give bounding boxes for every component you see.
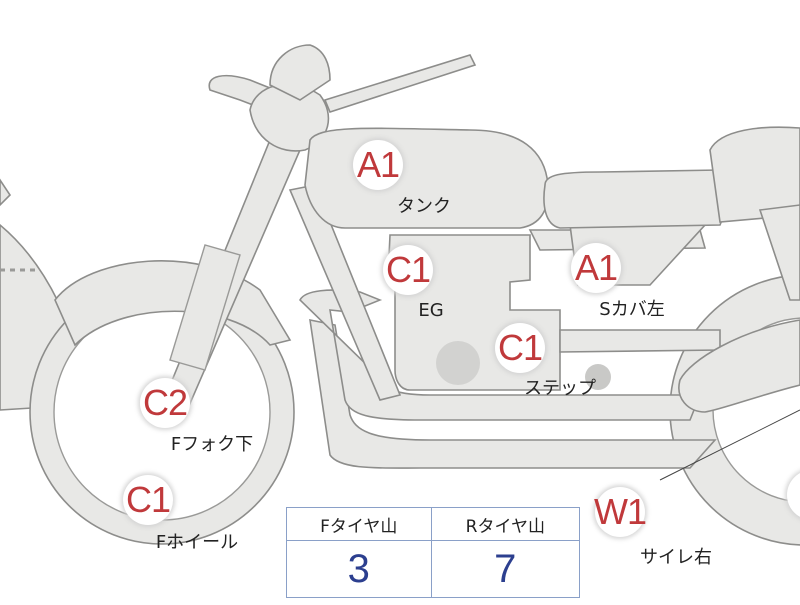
engine-code: C1 xyxy=(386,249,430,291)
front-fork-lower-label: Fフォク下 xyxy=(171,430,253,456)
tank-label: タンク xyxy=(397,192,451,218)
tank-marker[interactable]: A1 xyxy=(353,140,403,190)
front-wheel-label: Fホイール xyxy=(156,528,238,554)
side-cover-left-label: Sカバ左 xyxy=(599,295,664,321)
headlight-tip xyxy=(0,180,10,205)
front-wheel-code: C1 xyxy=(126,479,170,521)
engine-marker[interactable]: C1 xyxy=(383,245,433,295)
side-cover-left-code: A1 xyxy=(575,247,617,289)
tank-code: A1 xyxy=(357,144,399,186)
step-marker[interactable]: C1 xyxy=(495,323,545,373)
front-fork-lower-code: C2 xyxy=(143,382,187,424)
silencer-right-code: W1 xyxy=(594,491,646,533)
rear-tire-value: 7 xyxy=(431,541,579,598)
mirror-stem xyxy=(325,55,475,112)
silencer-right-label: サイレ右 xyxy=(640,543,712,569)
silencer-right-marker[interactable]: W1 xyxy=(595,487,645,537)
frame-rail-lower xyxy=(560,330,720,352)
front-fork-lower-marker[interactable]: C2 xyxy=(140,378,190,428)
step-label: ステップ xyxy=(524,374,596,400)
tire-tread-table: Fタイヤ山 Rタイヤ山 3 7 xyxy=(286,507,580,598)
tire-table-header-row: Fタイヤ山 Rタイヤ山 xyxy=(287,508,580,541)
front-wheel-marker[interactable]: C1 xyxy=(123,475,173,525)
engine-label: EG xyxy=(418,300,443,321)
seat-shape xyxy=(544,170,730,228)
engine-cover xyxy=(436,341,480,385)
side-cover-left-marker[interactable]: A1 xyxy=(571,243,621,293)
front-tire-header: Fタイヤ山 xyxy=(287,508,432,541)
rear-tire-header: Rタイヤ山 xyxy=(431,508,579,541)
step-code: C1 xyxy=(498,327,542,369)
front-tire-value: 3 xyxy=(287,541,432,598)
tire-table-value-row: 3 7 xyxy=(287,541,580,598)
